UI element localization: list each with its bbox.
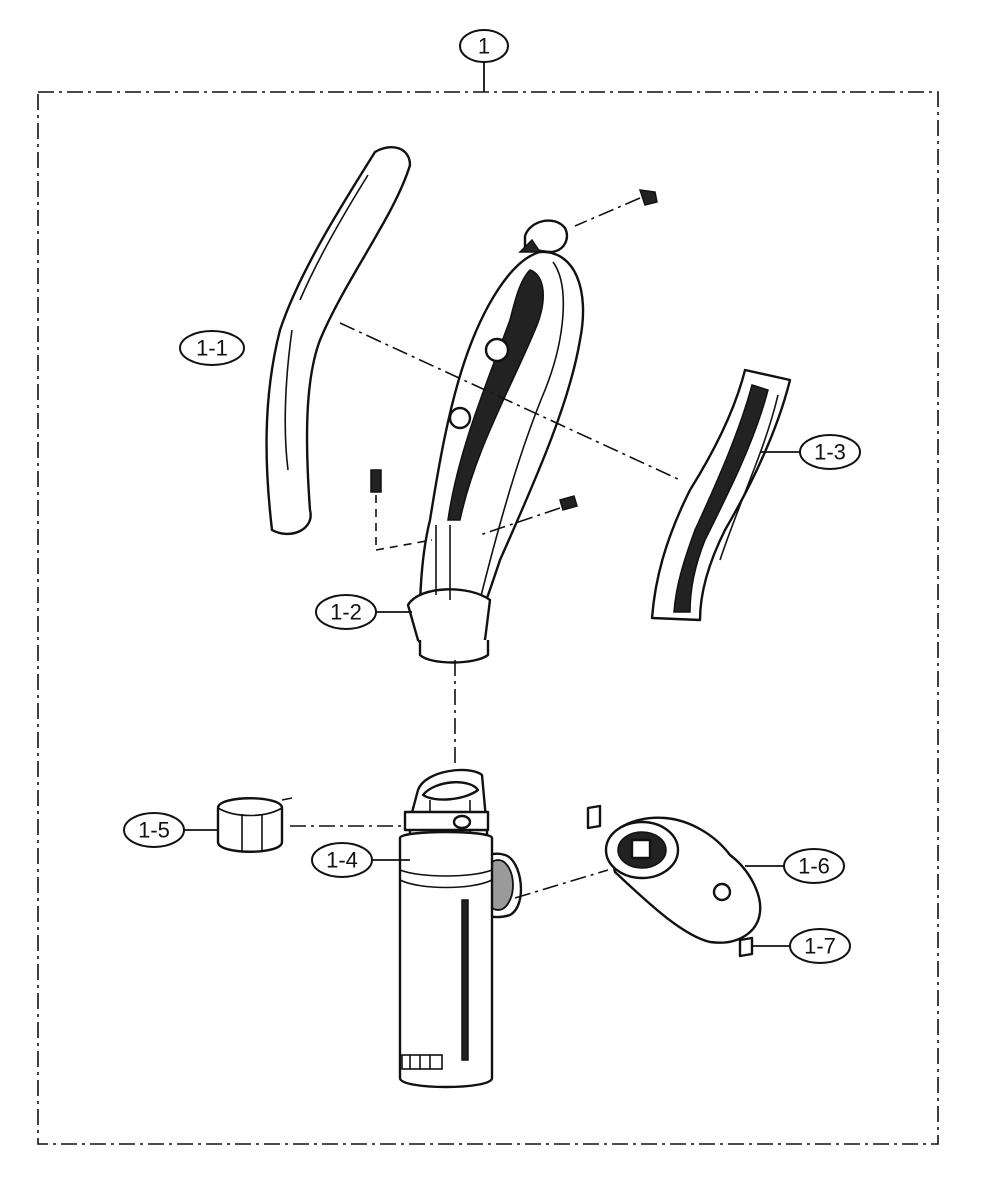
screw-right [479, 495, 578, 536]
svg-text:1-5: 1-5 [138, 818, 170, 843]
latch-tab-part [738, 936, 754, 958]
svg-text:1-3: 1-3 [814, 440, 846, 465]
screw-top [574, 189, 658, 227]
swivel-elbow-part [604, 816, 762, 944]
clip-ring-part [216, 797, 293, 853]
assembly-line-grip [339, 322, 681, 481]
svg-text:1-4: 1-4 [326, 848, 358, 873]
main-callout-label: 1 [478, 34, 490, 59]
wand-connector-part [398, 768, 523, 1089]
button-knob-icon [484, 337, 510, 363]
callout-1-6: 1-6 [745, 848, 845, 884]
callout-1-5: 1-5 [123, 812, 218, 848]
elbow-hole-icon [712, 882, 732, 902]
svg-text:1-6: 1-6 [798, 854, 830, 879]
assembly-boundary [37, 91, 939, 1145]
assembly-line-elbow [514, 869, 609, 899]
callout-1-3: 1-3 [760, 434, 861, 470]
svg-text:1-2: 1-2 [330, 600, 362, 625]
handle-body-part [406, 219, 585, 664]
callout-1-2: 1-2 [315, 594, 412, 630]
handle-grip-cover-part [265, 146, 412, 536]
handle-side-trim-part [650, 368, 792, 622]
callout-1-1: 1-1 [179, 330, 245, 366]
small-tab-part [586, 804, 602, 830]
button-knob-icon [448, 406, 472, 430]
svg-text:1-1: 1-1 [196, 336, 228, 361]
callout-1-7: 1-7 [752, 928, 851, 964]
callout-1-4: 1-4 [311, 842, 410, 878]
screw-left [370, 469, 433, 551]
collar-hole-icon [452, 814, 472, 830]
main-callout: 1 [459, 29, 509, 63]
svg-text:1-7: 1-7 [804, 934, 836, 959]
